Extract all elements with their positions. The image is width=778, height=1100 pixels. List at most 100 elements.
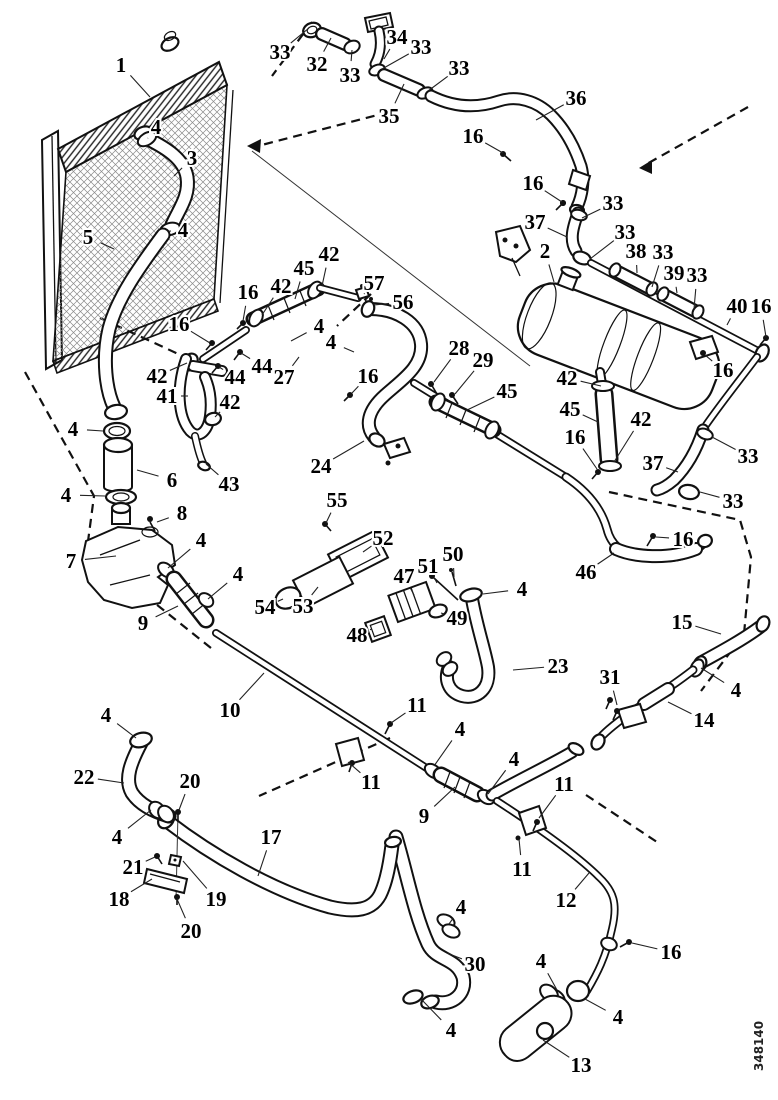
tank-bracket [494, 224, 532, 264]
hose-5 [97, 227, 171, 421]
callout-33: 33 [603, 191, 624, 215]
callout-42: 42 [631, 407, 652, 431]
callout-4: 4 [314, 314, 325, 338]
clamp-33 [343, 39, 361, 55]
leader-32 [323, 37, 332, 52]
leader-24 [332, 440, 365, 460]
callout-4: 4 [455, 717, 466, 741]
leader-16 [762, 319, 767, 338]
callout-1: 1 [116, 53, 127, 77]
callout-45: 45 [560, 397, 581, 421]
leader-11 [518, 838, 522, 856]
leader-10 [239, 672, 265, 701]
callout-16: 16 [565, 425, 586, 449]
callout-33: 33 [340, 63, 361, 87]
callout-11: 11 [554, 772, 574, 796]
leader-42 [613, 430, 635, 463]
ring-42 [204, 411, 222, 427]
leader-42 [321, 267, 327, 287]
callout-22: 22 [74, 765, 95, 789]
arrowhead [639, 160, 652, 174]
leader-16 [190, 330, 211, 344]
callout-9: 9 [419, 804, 430, 828]
callout-18: 18 [109, 887, 130, 911]
plate-52-55 [274, 521, 390, 610]
hose-24 [343, 300, 429, 466]
leader-42 [261, 297, 274, 316]
callout-4: 4 [731, 678, 742, 702]
stud-51 [433, 577, 459, 601]
elbow-37b [650, 353, 761, 501]
leader-37 [547, 227, 568, 238]
bracket-11 [334, 736, 366, 768]
callout-42: 42 [147, 364, 168, 388]
callout-4: 4 [509, 747, 520, 771]
leader-40 [726, 318, 731, 326]
arrowhead [247, 139, 261, 153]
bolt-8 [147, 516, 153, 522]
callout-33: 33 [615, 220, 636, 244]
callout-39: 39 [664, 261, 685, 285]
callout-4: 4 [101, 703, 112, 727]
leader-43 [205, 463, 219, 476]
seal-ring-4 [565, 979, 591, 1003]
callout-33: 33 [653, 240, 674, 264]
callout-4: 4 [456, 895, 467, 919]
callout-14: 14 [694, 708, 716, 732]
callout-32: 32 [307, 52, 328, 76]
leader-35 [394, 83, 405, 104]
leader-4 [79, 494, 106, 497]
callout-7: 7 [66, 549, 77, 573]
leader-4 [448, 918, 454, 925]
callout-42: 42 [557, 366, 578, 390]
leader-16 [242, 305, 247, 322]
leader-48 [369, 628, 373, 631]
leader-16 [704, 354, 713, 362]
leader-42 [580, 380, 602, 387]
leader-16 [631, 942, 658, 950]
seal-ring-4 [102, 421, 132, 441]
callout-6: 6 [167, 468, 178, 492]
callout-29: 29 [473, 348, 494, 372]
callout-49: 49 [447, 606, 468, 630]
callout-4: 4 [151, 115, 162, 139]
bolt-26 [395, 443, 401, 449]
leader-15 [695, 625, 722, 635]
leader-36 [535, 104, 564, 121]
callout-51: 51 [418, 554, 439, 578]
leader-4 [290, 332, 307, 342]
bolt-25 [385, 460, 391, 466]
callout-21: 21 [123, 855, 144, 879]
leader-49 [440, 612, 444, 615]
callout-11: 11 [512, 857, 532, 881]
pipe-38-40-run [565, 206, 770, 363]
leader-9 [433, 786, 456, 807]
callout-37: 37 [643, 451, 664, 475]
leader-2 [548, 264, 555, 283]
callout-4: 4 [112, 825, 123, 849]
leader-17 [257, 850, 268, 877]
callout-53: 53 [293, 594, 314, 618]
leader-52 [362, 545, 372, 553]
callout-8: 8 [177, 501, 188, 525]
valve-47-51 [363, 568, 459, 644]
pipe-46-run [410, 379, 713, 564]
leader-4 [420, 998, 442, 1021]
thermostat-housing-stack [80, 421, 215, 629]
leader-6 [136, 469, 159, 477]
ring-49 [428, 603, 448, 619]
callout-16: 16 [751, 294, 772, 318]
callout-4: 4 [326, 330, 337, 354]
callout-11: 11 [407, 693, 427, 717]
callout-9: 9 [138, 611, 149, 635]
callout-55: 55 [327, 488, 348, 512]
callout-43: 43 [219, 472, 240, 496]
leader-54 [277, 598, 284, 602]
hose-17 [157, 810, 403, 918]
callout-30: 30 [465, 952, 486, 976]
callout-20: 20 [180, 769, 201, 793]
callout-54: 54 [255, 595, 277, 619]
callout-27: 27 [274, 365, 295, 389]
